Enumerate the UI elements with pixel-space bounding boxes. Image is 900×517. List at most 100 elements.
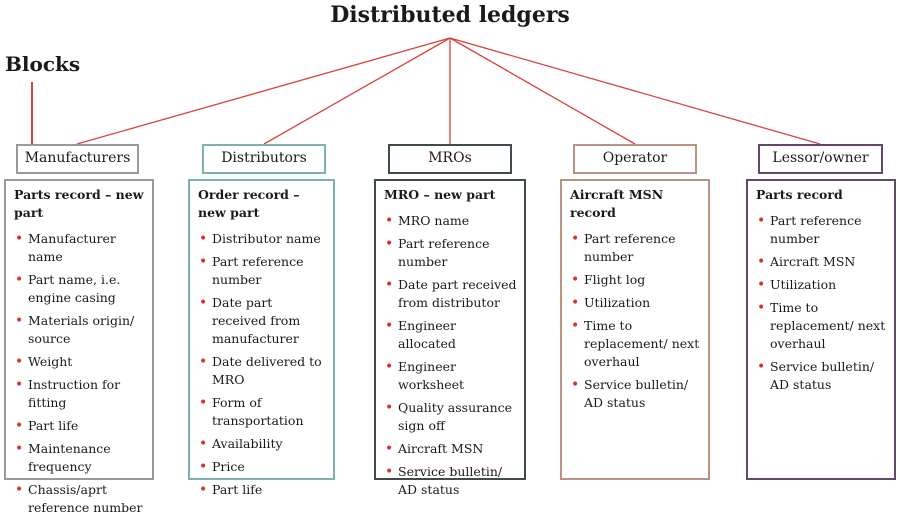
record-item: • Utilization <box>570 294 701 312</box>
record-item: •Time to replacement/ next overhaul <box>570 317 701 371</box>
record-item-text: Service bulletin/ AD status <box>398 464 503 497</box>
record-item: • Weight <box>14 353 145 371</box>
record-item-text: Instruction for fitting <box>28 377 121 410</box>
bullet-icon: • <box>199 395 208 411</box>
record-item: •Service bulletin/ AD status <box>756 358 887 394</box>
bullet-icon: • <box>757 300 766 316</box>
record-item: •Part name, i.e. engine casing <box>14 271 145 307</box>
bullet-icon: • <box>571 318 580 334</box>
header-lessor-owner: Lessor/owner <box>758 144 883 174</box>
connector-line <box>449 37 636 145</box>
bullet-icon: • <box>199 354 208 370</box>
bullet-icon: • <box>571 295 580 311</box>
record-item-text: Part reference number <box>770 213 862 246</box>
record-item: • Aircraft MSN <box>756 253 887 271</box>
record-item-text: Date part received from manufacturer <box>212 295 301 346</box>
bullet-icon: • <box>757 254 766 270</box>
bullet-icon: • <box>385 213 394 229</box>
record-item-text: Engineer allocated <box>398 318 456 351</box>
record-item: •Part reference number <box>198 253 326 289</box>
record-item-text: Part reference number <box>398 236 490 269</box>
record-item-text: Weight <box>28 354 73 369</box>
diagram-title: Distributed ledgers <box>330 2 570 28</box>
record-title: Order record – new part <box>198 187 300 220</box>
bullet-icon: • <box>199 231 208 247</box>
bullet-icon: • <box>385 236 394 252</box>
record-item-text: Time to replacement/ next overhaul <box>584 318 700 369</box>
bullet-icon: • <box>15 377 24 393</box>
record-box-distributors: Order record – new part •Distributor nam… <box>188 179 335 498</box>
record-item: •Part reference number <box>756 212 887 248</box>
record-item: •Availability <box>198 435 326 453</box>
record-item: •Time to replacement/ next overhaul <box>756 299 887 353</box>
record-item: •Chassis/aprt reference number <box>14 481 145 517</box>
bullet-icon: • <box>385 318 394 334</box>
record-item-text: Utilization <box>770 277 837 292</box>
bullet-icon: • <box>571 272 580 288</box>
record-item-text: Chassis/aprt reference number <box>28 482 143 515</box>
record-item: •Aircraft MSN <box>384 440 517 458</box>
record-item-text: Service bulletin/ AD status <box>584 377 689 410</box>
bullet-icon: • <box>199 295 208 311</box>
record-item: •Flight log <box>570 271 701 289</box>
record-item: •Quality assurance sign off <box>384 399 517 435</box>
record-item-text: Utilization <box>584 295 651 310</box>
record-item-text: Materials origin/ source <box>28 313 135 346</box>
record-item: • Part life <box>14 417 145 435</box>
record-item: •Price <box>198 458 326 476</box>
record-item-text: Part reference number <box>584 231 676 264</box>
record-title: Parts record <box>756 187 843 202</box>
bullet-icon: • <box>571 231 580 247</box>
bullet-icon: • <box>15 313 24 329</box>
record-list: •Manufacturer name •Part name, i.e. engin… <box>14 230 145 517</box>
record-item: •Distributor name <box>198 230 326 248</box>
record-list: •Part reference number•Flight log•Utiliz… <box>570 230 701 412</box>
record-item-text: Date part received from distributor <box>398 277 517 310</box>
bullet-icon: • <box>15 354 24 370</box>
bullet-icon: • <box>757 277 766 293</box>
record-item: •Date part received from distributor <box>384 276 517 312</box>
header-operator: Operator <box>573 144 697 174</box>
bullet-icon: • <box>757 359 766 375</box>
record-item: •Engineer allocated <box>384 317 517 353</box>
record-item: •Part reference number <box>570 230 701 266</box>
bullet-icon: • <box>385 359 394 375</box>
record-item: •Date delivered to MRO <box>198 353 326 389</box>
record-item: •Engineer worksheet <box>384 358 517 394</box>
record-list: •Distributor name•Part reference number•… <box>198 230 326 499</box>
record-item-text: Aircraft MSN <box>398 441 484 456</box>
connector-line <box>449 37 821 145</box>
bullet-icon: • <box>15 231 24 247</box>
connector-canvas <box>27 37 821 156</box>
bullet-icon: • <box>571 377 580 393</box>
bullet-icon: • <box>15 418 24 434</box>
bullet-icon: • <box>15 272 24 288</box>
bullet-icon: • <box>199 459 208 475</box>
record-item-text: Date delivered to MRO <box>212 354 322 387</box>
record-item-text: MRO name <box>398 213 470 228</box>
bullet-icon: • <box>15 441 24 457</box>
record-item: •Maintenance frequency <box>14 440 145 476</box>
bullet-icon: • <box>757 213 766 229</box>
bullet-icon: • <box>199 436 208 452</box>
record-item: •Form of transportation <box>198 394 326 430</box>
record-item: • MRO name <box>384 212 517 230</box>
bullet-icon: • <box>199 254 208 270</box>
record-item-text: Part reference number <box>212 254 304 287</box>
connector-line <box>76 37 451 145</box>
record-item-text: Aircraft MSN <box>770 254 856 269</box>
record-title: MRO – new part <box>384 187 496 202</box>
record-box-operator: Aircraft MSN record •Part reference numb… <box>560 179 710 480</box>
record-item: •Date part received from manufacturer <box>198 294 326 348</box>
record-item-text: Part life <box>28 418 79 433</box>
record-item: •Instruction for fitting <box>14 376 145 412</box>
record-box-lessor-owner: Parts record •Part reference number•Airc… <box>746 179 896 480</box>
record-item: •Service bulletin/ AD status <box>384 463 517 499</box>
record-item-text: Form of transportation <box>212 395 304 428</box>
record-title: Parts record – new part <box>14 187 144 220</box>
record-item-text: Part life <box>212 482 263 497</box>
record-item: •Service bulletin/ AD status <box>570 376 701 412</box>
record-list: •MRO name•Part reference number•Date par… <box>384 212 517 499</box>
blocks-label: Blocks <box>5 52 81 76</box>
record-item: •Manufacturer name <box>14 230 145 266</box>
